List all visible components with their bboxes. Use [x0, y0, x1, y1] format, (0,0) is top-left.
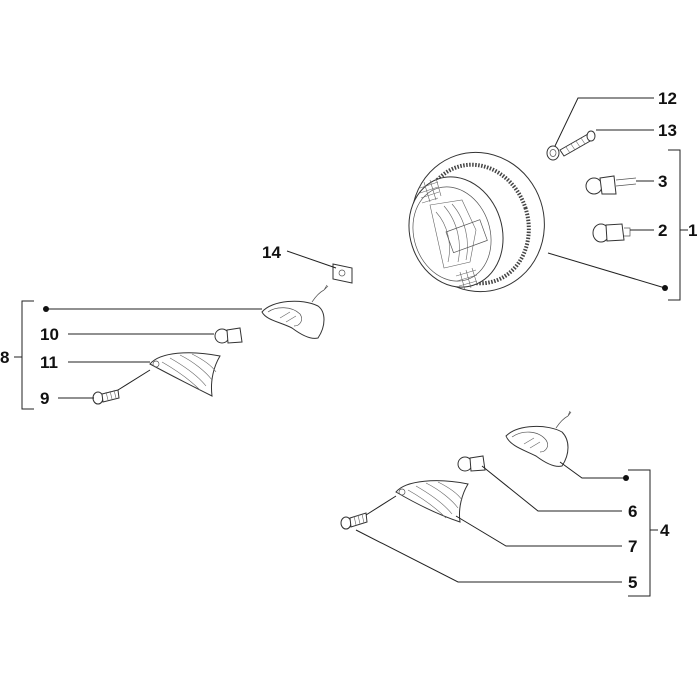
left-indicator-housing	[261, 284, 329, 339]
callout-1: 1	[688, 221, 697, 240]
leader-1-dot	[662, 285, 668, 291]
right-indicator-lens-7	[395, 480, 469, 523]
right-indicator-bulb-6	[457, 455, 486, 472]
callout-14: 14	[262, 243, 281, 262]
callout-6: 6	[628, 502, 637, 521]
leader-1	[547, 252, 666, 289]
leader-4-dot	[623, 475, 629, 481]
callout-4: 4	[660, 521, 670, 540]
callout-8: 8	[0, 348, 9, 367]
callout-2: 2	[658, 221, 667, 240]
left-indicator-lens-11	[149, 352, 221, 397]
callout-11: 11	[40, 353, 58, 372]
leader-7	[455, 515, 622, 547]
bracket-1	[668, 149, 688, 301]
right-indicator-screw-5	[340, 512, 368, 530]
callout-7: 7	[628, 537, 637, 556]
left-indicator-screw-9	[92, 389, 120, 405]
callout-5: 5	[628, 573, 637, 592]
callout-12: 12	[658, 89, 677, 108]
screw-washer-12	[546, 145, 560, 161]
headlight-assembly	[408, 151, 545, 293]
leader-4-top	[559, 461, 626, 479]
headlight-grille-bottom	[455, 267, 478, 291]
leader-9-to-lens	[117, 369, 151, 391]
leader-14	[286, 250, 337, 269]
callout-13: 13	[658, 121, 677, 140]
leader-5-to-lens	[365, 495, 397, 516]
bracket-8	[14, 300, 34, 410]
callout-10: 10	[40, 325, 59, 344]
leader-12	[554, 97, 654, 147]
clip-14	[332, 263, 353, 284]
leader-8-dot	[43, 306, 49, 312]
bracket-4	[628, 469, 658, 597]
bolt-13	[559, 130, 596, 157]
right-indicator-housing	[505, 410, 572, 467]
callout-3: 3	[658, 172, 667, 191]
leader-5	[355, 529, 622, 583]
bulb-3	[585, 175, 637, 195]
left-indicator-bulb-10	[214, 327, 243, 344]
headlight-grille-top	[419, 177, 442, 204]
leader-6	[481, 465, 622, 512]
bulb-2	[592, 223, 631, 243]
callout-9: 9	[40, 389, 49, 408]
